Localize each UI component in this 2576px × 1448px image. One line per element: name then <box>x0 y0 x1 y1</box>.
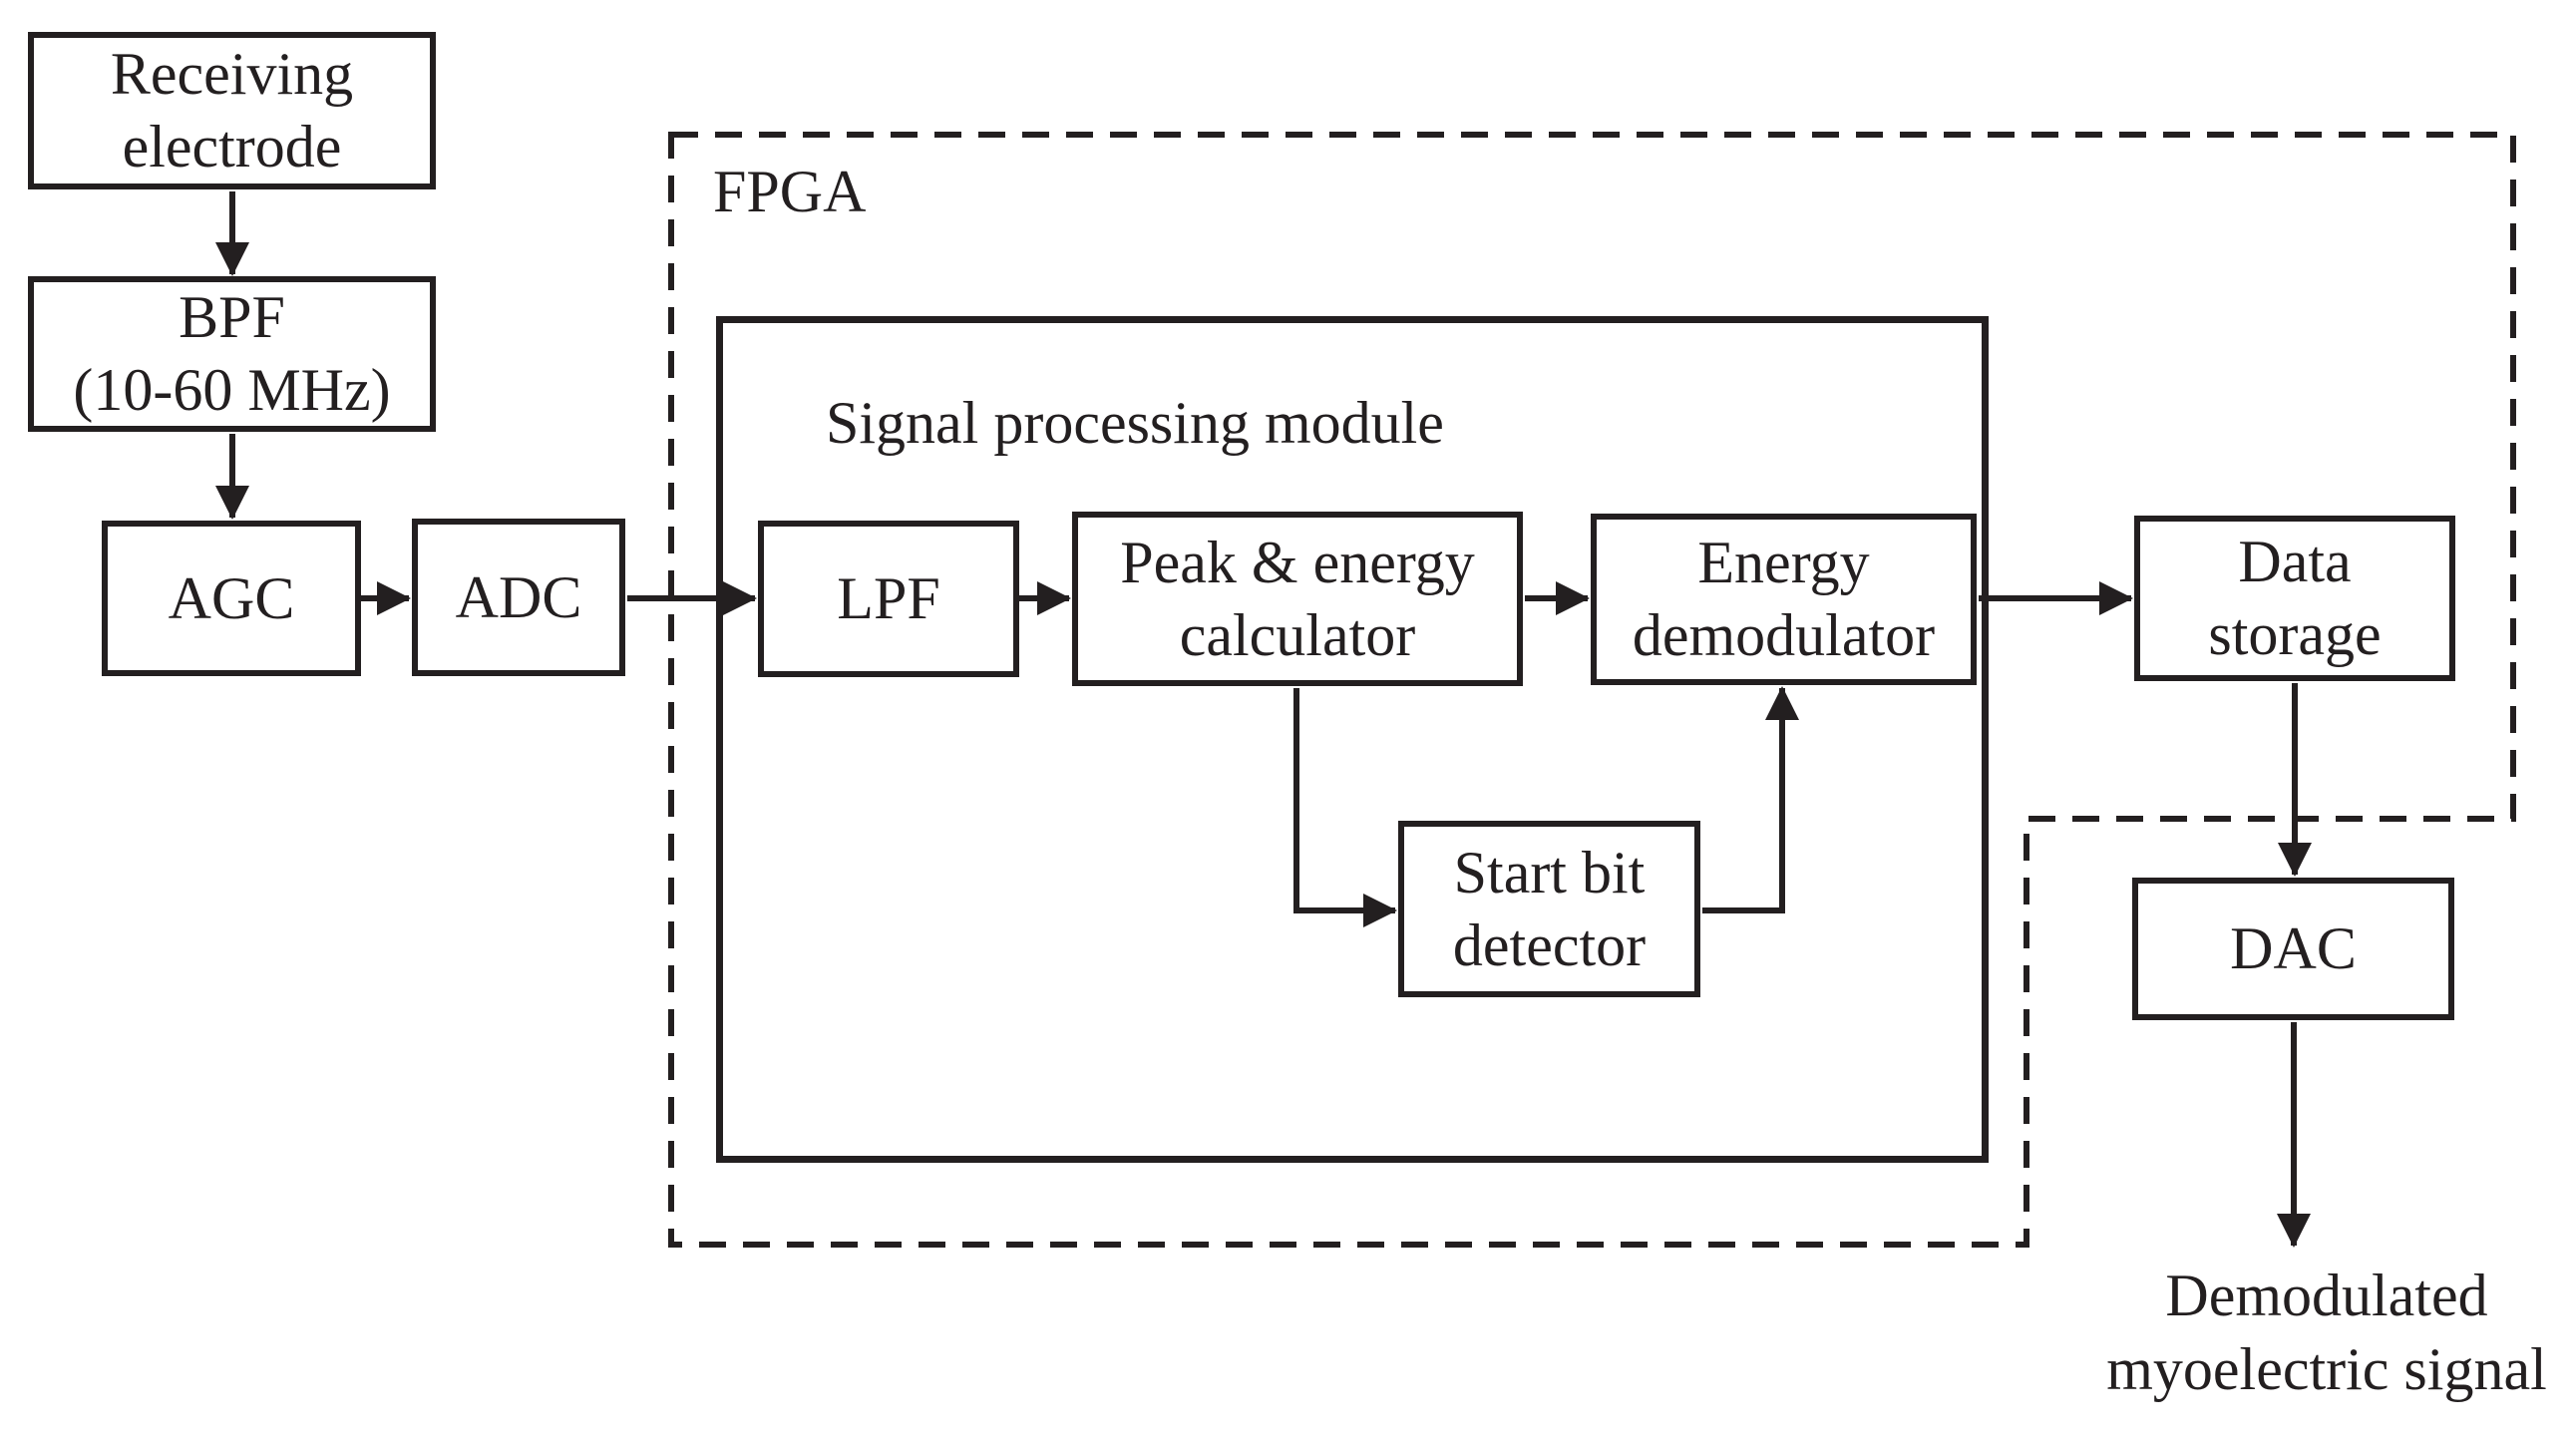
node-start-bit-detector-line2: detector <box>1452 911 1647 978</box>
node-agc-line1: AGC <box>168 564 295 631</box>
node-adc-line1: ADC <box>455 563 582 630</box>
arrowhead-dac-to-output <box>2277 1214 2311 1248</box>
node-receiving-electrode-line1: Receiving <box>110 41 354 107</box>
arrowhead-storage-to-dac <box>2278 843 2312 877</box>
node-bpf: BPF (10-60 MHz) <box>28 276 436 432</box>
node-data-storage-line1: Data <box>2238 529 2352 594</box>
signal-processing-module-label-text: Signal processing module <box>826 390 1444 456</box>
node-data-storage: Data storage <box>2134 516 2455 681</box>
node-start-bit-detector-line1: Start bit <box>1453 839 1646 905</box>
node-energy-demodulator-line2: demodulator <box>1632 602 1936 668</box>
node-lpf: LPF <box>758 521 1019 677</box>
node-bpf-line1: BPF <box>179 284 285 350</box>
node-dac-line1: DAC <box>2230 915 2357 981</box>
node-dac: DAC <box>2132 878 2454 1020</box>
node-peak-energy-calculator-line2: calculator <box>1179 601 1416 668</box>
fpga-region-label: FPGA <box>713 156 866 227</box>
node-lpf-line1: LPF <box>837 565 940 631</box>
arrowhead-demod-to-storage <box>2099 581 2133 615</box>
arrowhead-agc-to-adc <box>377 581 411 615</box>
output-caption-line1: Demodulated <box>2165 1263 2488 1328</box>
node-bpf-line2: (10-60 MHz) <box>73 357 391 423</box>
node-agc: AGC <box>102 521 361 676</box>
node-receiving-electrode-line2: electrode <box>122 114 342 180</box>
output-caption: Demodulated myoelectric signal <box>2052 1259 2576 1406</box>
node-peak-energy-calculator: Peak & energy calculator <box>1072 512 1523 686</box>
node-energy-demodulator-line1: Energy <box>1697 530 1870 595</box>
output-caption-line2: myoelectric signal <box>2106 1336 2547 1402</box>
node-energy-demodulator: Energy demodulator <box>1591 514 1977 685</box>
node-receiving-electrode: Receiving electrode <box>28 32 436 189</box>
node-peak-energy-calculator-line1: Peak & energy <box>1120 529 1475 595</box>
arrowhead-bpf-to-agc <box>215 486 249 520</box>
arrowhead-receiving-to-bpf <box>215 242 249 276</box>
signal-processing-module-label: Signal processing module <box>826 387 1444 459</box>
node-adc: ADC <box>412 519 625 676</box>
node-start-bit-detector: Start bit detector <box>1398 821 1700 997</box>
node-data-storage-line2: storage <box>2208 601 2382 667</box>
fpga-region-label-text: FPGA <box>713 159 867 224</box>
